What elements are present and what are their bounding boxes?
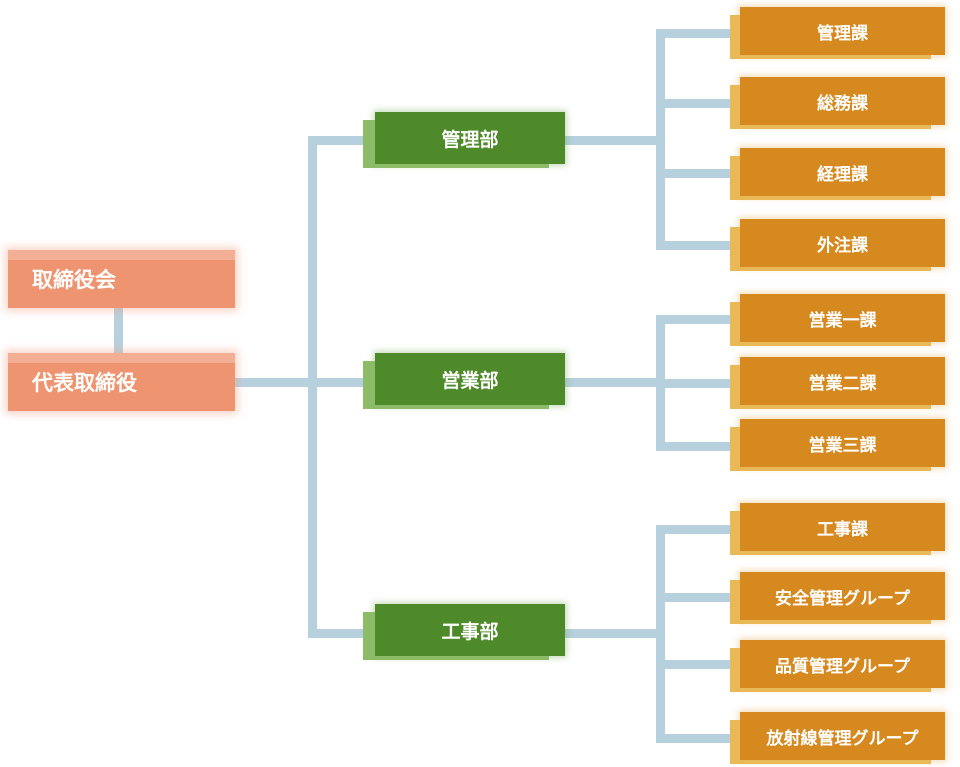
connector-section xyxy=(656,593,736,602)
connector-section xyxy=(656,525,736,534)
section-box: 工事課 xyxy=(740,503,945,551)
section-box: 総務課 xyxy=(740,77,945,125)
section-box: 営業二課 xyxy=(740,357,945,405)
board-of-directors-box: 取締役会 xyxy=(8,250,235,308)
connector-ceo-trunk xyxy=(235,378,317,387)
representative-director-box: 代表取締役 xyxy=(8,353,235,411)
section-label: 工事課 xyxy=(817,519,868,540)
connector-board-ceo xyxy=(114,308,123,354)
section-label: 安全管理グループ xyxy=(775,588,910,609)
section-label: 総務課 xyxy=(817,93,868,114)
section-label: 営業一課 xyxy=(808,310,877,331)
connector-trunk xyxy=(308,136,317,638)
connector-trunk-admin xyxy=(308,136,368,145)
connector-section xyxy=(656,241,736,250)
connector-section xyxy=(656,379,736,388)
section-box: 品質管理グループ xyxy=(740,640,945,688)
section-box: 経理課 xyxy=(740,148,945,196)
connector-sales-out xyxy=(565,378,665,387)
connector-section xyxy=(656,660,736,669)
representative-director-label: 代表取締役 xyxy=(32,371,137,395)
section-label: 放射線管理グループ xyxy=(766,728,919,749)
connector-admin-branch xyxy=(656,29,665,250)
department-label: 工事部 xyxy=(441,620,499,643)
connector-section xyxy=(656,442,736,451)
section-box: 管理課 xyxy=(740,7,945,55)
board-of-directors-label: 取締役会 xyxy=(32,268,116,292)
connector-section xyxy=(656,315,736,324)
section-label: 品質管理グループ xyxy=(775,656,910,677)
connector-trunk-sales xyxy=(308,378,368,387)
section-label: 外注課 xyxy=(817,235,868,256)
connector-section xyxy=(656,734,736,743)
connector-construction-branch xyxy=(656,525,665,743)
department-construction-box: 工事部 xyxy=(375,604,565,656)
section-box: 放射線管理グループ xyxy=(740,712,945,760)
department-sales-box: 営業部 xyxy=(375,353,565,405)
connector-section xyxy=(656,99,736,108)
department-label: 管理部 xyxy=(441,128,499,151)
section-label: 営業三課 xyxy=(808,435,877,456)
section-box: 安全管理グループ xyxy=(740,572,945,620)
connector-section xyxy=(656,169,736,178)
connector-construction-out xyxy=(565,629,665,638)
connector-section xyxy=(656,29,736,38)
section-box: 営業一課 xyxy=(740,294,945,342)
section-label: 経理課 xyxy=(817,164,868,185)
section-box: 営業三課 xyxy=(740,419,945,467)
connector-admin-out xyxy=(565,136,665,145)
section-label: 管理課 xyxy=(817,23,868,44)
department-admin-box: 管理部 xyxy=(375,112,565,164)
section-label: 営業二課 xyxy=(808,373,877,394)
connector-trunk-construction xyxy=(308,629,368,638)
section-box: 外注課 xyxy=(740,219,945,267)
department-label: 営業部 xyxy=(441,369,499,392)
